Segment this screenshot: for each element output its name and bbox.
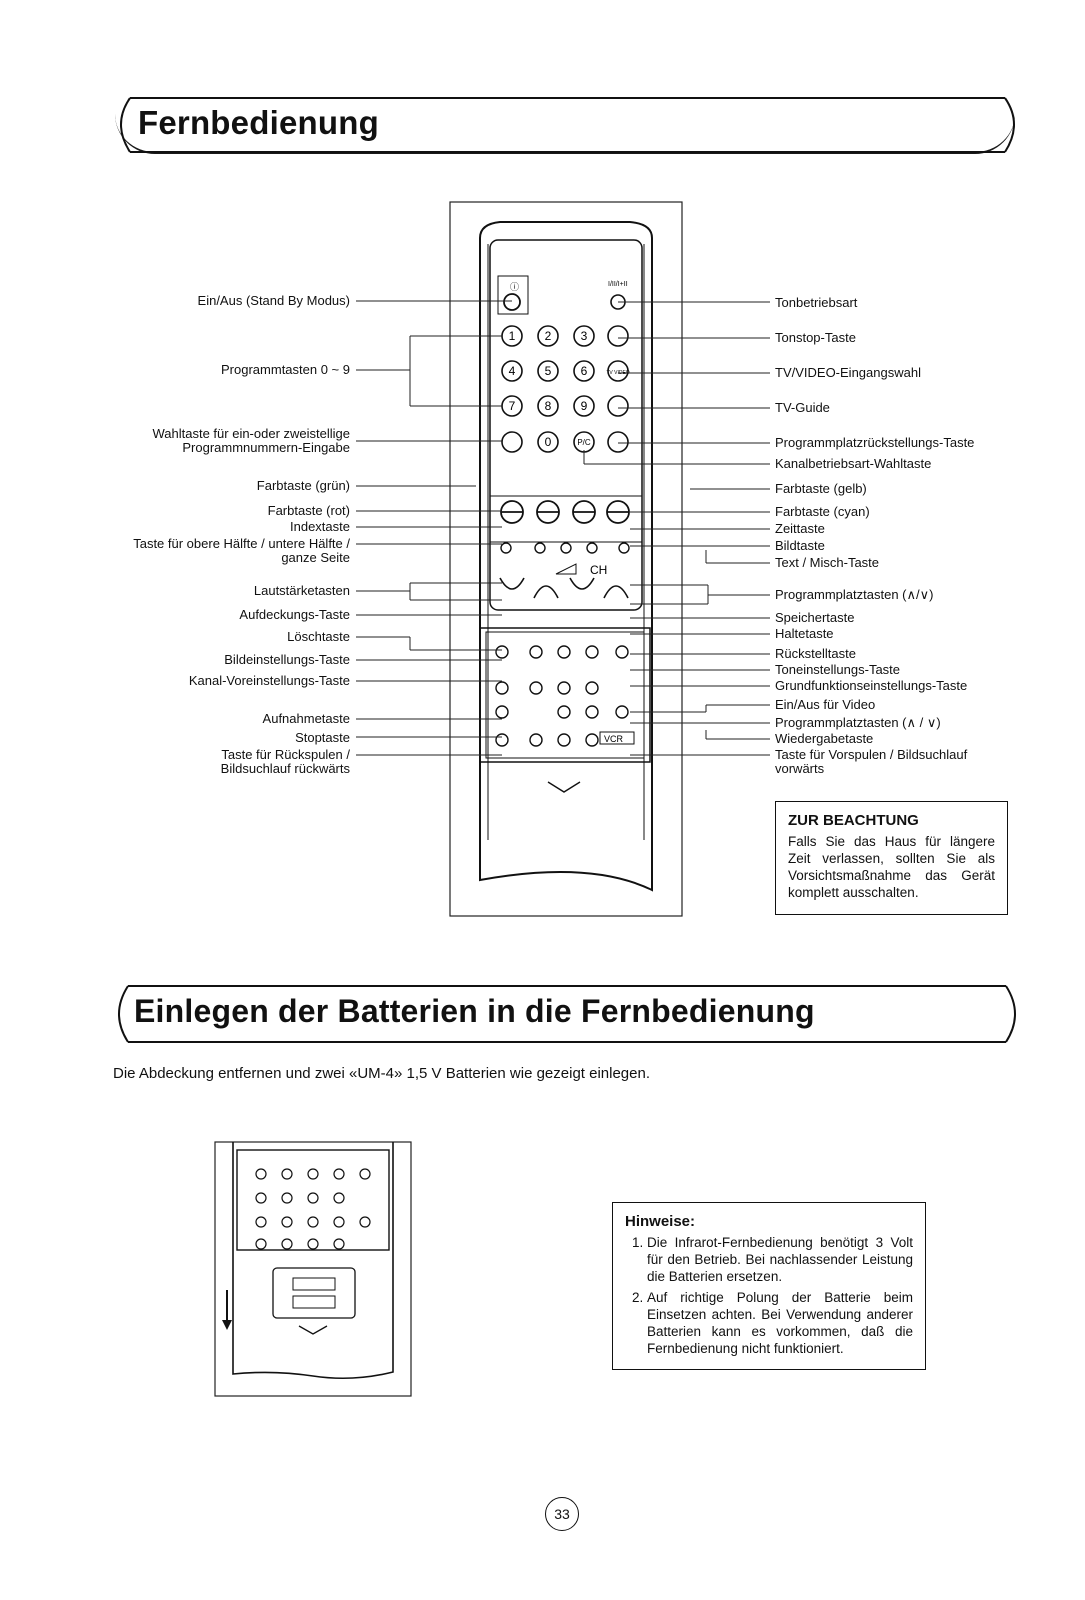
label-program-keys: Programmtasten 0 ~ 9 bbox=[221, 362, 350, 377]
label-vcr: VCR bbox=[604, 734, 624, 744]
label-picture-settings: Bildeinstellungs-Taste bbox=[224, 652, 350, 667]
key-0: 0 bbox=[545, 435, 552, 449]
label-rewind-1: Taste für Rückspulen / bbox=[221, 747, 350, 762]
key-3: 3 bbox=[581, 329, 588, 343]
key-pc: P/C bbox=[577, 438, 591, 447]
label-cyan: Farbtaste (cyan) bbox=[775, 504, 870, 519]
label-video-program: Programmplatztasten (∧ / ∨) bbox=[775, 715, 941, 730]
notice-text: Falls Sie das Haus für längere Zeit verl… bbox=[788, 834, 995, 900]
key-2: 2 bbox=[545, 329, 552, 343]
label-reset: Rückstelltaste bbox=[775, 646, 856, 661]
notice-title: ZUR BEACHTUNG bbox=[788, 812, 919, 829]
label-standby: Ein/Aus (Stand By Modus) bbox=[197, 293, 350, 308]
hints-box: Hinweise: Die Infrarot-Fernbedienung ben… bbox=[612, 1202, 926, 1370]
heading-bracket-2 bbox=[118, 985, 1016, 1043]
label-picture: Bildtaste bbox=[775, 538, 825, 553]
key-4: 4 bbox=[509, 364, 516, 378]
label-sound-mode: Tonbetriebsart bbox=[775, 295, 858, 310]
label-volume: Lautstärketasten bbox=[253, 583, 350, 598]
label-tv-video-select: TV/VIDEO-Eingangswahl bbox=[775, 365, 921, 380]
hint-item-1: Die Infrarot-Fernbedienung benötigt 3 Vo… bbox=[647, 1234, 913, 1285]
label-record: Aufnahmetaste bbox=[262, 711, 350, 726]
remote-diagram: ⓘ I/II/I+II 1 2 3 4 5 6 7 8 9 0 P/C TV V… bbox=[449, 201, 683, 917]
label-reveal: Aufdeckungs-Taste bbox=[239, 607, 350, 622]
section-title-remote: Fernbedienung bbox=[138, 104, 379, 141]
label-forward-2: vorwärts bbox=[775, 761, 825, 776]
label-program-up-down: Programmplatztasten (∧/∨) bbox=[775, 587, 934, 602]
label-basic-settings: Grundfunktionseinstellungs-Taste bbox=[775, 678, 968, 693]
label-text-mix: Text / Misch-Taste bbox=[775, 555, 880, 570]
label-yellow: Farbtaste (gelb) bbox=[775, 481, 867, 496]
label-index: Indextaste bbox=[290, 519, 350, 534]
label-clear: Löschtaste bbox=[287, 629, 350, 644]
leader-lines bbox=[356, 300, 770, 756]
label-mute: Tonstop-Taste bbox=[775, 330, 856, 345]
label-stop: Stoptaste bbox=[295, 730, 350, 745]
label-program-reset: Programmplatzrückstellungs-Taste bbox=[775, 435, 975, 450]
battery-intro-text: Die Abdeckung entfernen und zwei «UM-4» … bbox=[113, 1065, 651, 1082]
hint-item-2: Auf richtige Polung der Batterie beim Ei… bbox=[647, 1289, 913, 1357]
label-forward-1: Taste für Vorspulen / Bildsuchlauf bbox=[775, 747, 968, 762]
key-7: 7 bbox=[509, 399, 516, 413]
battery-illustration bbox=[214, 1141, 412, 1397]
label-sound-settings: Toneinstellungs-Taste bbox=[775, 662, 901, 677]
label-time: Zeittaste bbox=[775, 521, 825, 536]
key-5: 5 bbox=[545, 364, 552, 378]
label-tv-guide: TV-Guide bbox=[775, 400, 830, 415]
svg-text:I/II/I+II: I/II/I+II bbox=[608, 281, 628, 288]
section-title-batteries: Einlegen der Batterien in die Fernbedien… bbox=[134, 993, 815, 1029]
key-8: 8 bbox=[545, 399, 552, 413]
key-9: 9 bbox=[581, 399, 588, 413]
page-number: 33 bbox=[545, 1497, 579, 1531]
label-digit-select-2: Programmnummern-Eingabe bbox=[182, 440, 350, 455]
notice-box: ZUR BEACHTUNG Falls Sie das Haus für län… bbox=[775, 801, 1008, 915]
label-store: Speichertaste bbox=[775, 610, 855, 625]
label-play: Wiedergabetaste bbox=[775, 731, 874, 746]
label-ch-upper: CH bbox=[590, 563, 607, 577]
key-1: 1 bbox=[509, 329, 516, 343]
label-channel-preset: Kanal-Voreinstellungs-Taste bbox=[188, 673, 350, 688]
label-hold: Haltetaste bbox=[775, 626, 834, 641]
label-rewind-2: Bildsuchlauf rückwärts bbox=[220, 761, 350, 776]
heading-bracket-1 bbox=[120, 97, 1015, 153]
label-green: Farbtaste (grün) bbox=[256, 478, 350, 493]
svg-text:ⓘ: ⓘ bbox=[510, 282, 519, 292]
label-channel-mode: Kanalbetriebsart-Wahltaste bbox=[775, 456, 932, 471]
label-red: Farbtaste (rot) bbox=[267, 503, 350, 518]
label-half-page-1: Taste für obere Hälfte / untere Hälfte / bbox=[133, 536, 350, 551]
label-digit-select-1: Wahltaste für ein-oder zweistellige bbox=[152, 426, 351, 441]
label-video-power: Ein/Aus für Video bbox=[775, 697, 876, 712]
hints-title: Hinweise: bbox=[625, 1213, 696, 1230]
key-6: 6 bbox=[581, 364, 588, 378]
label-half-page-2: ganze Seite bbox=[281, 550, 350, 565]
